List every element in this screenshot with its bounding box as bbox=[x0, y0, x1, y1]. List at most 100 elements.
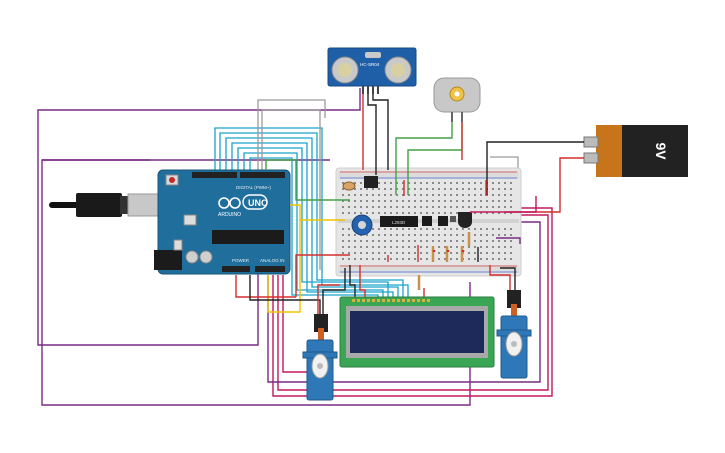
breadboard-hole bbox=[510, 234, 512, 236]
breadboard-hole bbox=[372, 212, 374, 214]
breadboard-hole bbox=[354, 212, 356, 214]
breadboard-hole bbox=[498, 234, 500, 236]
breadboard-hole bbox=[414, 240, 416, 242]
breadboard-hole bbox=[486, 234, 488, 236]
breadboard-hole bbox=[372, 240, 374, 242]
breadboard-hole bbox=[354, 188, 356, 190]
breadboard-hole bbox=[348, 240, 350, 242]
lcd-pin bbox=[392, 299, 395, 302]
breadboard-hole bbox=[414, 258, 416, 260]
breadboard-hole bbox=[402, 252, 404, 254]
breadboard-hole bbox=[402, 234, 404, 236]
breadboard-hole bbox=[450, 234, 452, 236]
breadboard-hole bbox=[504, 240, 506, 242]
breadboard-hole bbox=[360, 200, 362, 202]
breadboard-hole bbox=[456, 228, 458, 230]
breadboard-hole bbox=[486, 252, 488, 254]
ultrasonic-label: HC-SR04 bbox=[360, 62, 380, 67]
breadboard-hole bbox=[492, 228, 494, 230]
breadboard-hole bbox=[408, 212, 410, 214]
breadboard-hole bbox=[444, 200, 446, 202]
breadboard-hole bbox=[468, 194, 470, 196]
breadboard-hole bbox=[384, 228, 386, 230]
breadboard-hole bbox=[444, 182, 446, 184]
breadboard-hole bbox=[420, 246, 422, 248]
arduino-brand-text: ARDUINO bbox=[218, 212, 241, 218]
breadboard-hole bbox=[480, 246, 482, 248]
breadboard-hole bbox=[444, 206, 446, 208]
breadboard-hole bbox=[426, 200, 428, 202]
breadboard-hole bbox=[354, 194, 356, 196]
breadboard-hole bbox=[432, 206, 434, 208]
breadboard-hole bbox=[450, 252, 452, 254]
breadboard-hole bbox=[378, 234, 380, 236]
breadboard-hole bbox=[384, 246, 386, 248]
breadboard-hole bbox=[444, 240, 446, 242]
breadboard-hole bbox=[438, 246, 440, 248]
digital-label: DIGITAL (PWM~) bbox=[236, 185, 271, 190]
breadboard-hole bbox=[348, 194, 350, 196]
breadboard-hole bbox=[486, 228, 488, 230]
breadboard-hole bbox=[378, 240, 380, 242]
breadboard-hole bbox=[444, 246, 446, 248]
breadboard-hole bbox=[474, 200, 476, 202]
breadboard-hole bbox=[378, 246, 380, 248]
breadboard-hole bbox=[390, 194, 392, 196]
breadboard-hole bbox=[474, 246, 476, 248]
breadboard-hole bbox=[354, 234, 356, 236]
lcd-pin bbox=[367, 299, 370, 302]
lcd-pin bbox=[412, 299, 415, 302]
breadboard-hole bbox=[396, 258, 398, 260]
servo-2-connector bbox=[507, 290, 521, 308]
breadboard-hole bbox=[402, 200, 404, 202]
breadboard-hole bbox=[366, 252, 368, 254]
breadboard-hole bbox=[348, 228, 350, 230]
breadboard-hole bbox=[348, 206, 350, 208]
breadboard-hole bbox=[498, 206, 500, 208]
breadboard-hole bbox=[438, 252, 440, 254]
breadboard-hole bbox=[498, 182, 500, 184]
power-label: POWER bbox=[232, 258, 250, 263]
breadboard-hole bbox=[372, 200, 374, 202]
breadboard-hole bbox=[462, 188, 464, 190]
breadboard-hole bbox=[456, 194, 458, 196]
lcd-pin bbox=[362, 299, 365, 302]
breadboard-hole bbox=[492, 200, 494, 202]
breadboard-hole bbox=[438, 206, 440, 208]
breadboard-hole bbox=[372, 258, 374, 260]
breadboard-hole bbox=[402, 246, 404, 248]
breadboard-hole bbox=[378, 200, 380, 202]
breadboard-hole bbox=[462, 234, 464, 236]
breadboard-hole bbox=[360, 212, 362, 214]
breadboard-hole bbox=[408, 188, 410, 190]
breadboard-hole bbox=[420, 206, 422, 208]
breadboard-hole bbox=[432, 228, 434, 230]
breadboard-hole bbox=[378, 182, 380, 184]
breadboard-hole bbox=[408, 240, 410, 242]
breadboard-hole bbox=[438, 212, 440, 214]
breadboard-hole bbox=[348, 258, 350, 260]
breadboard-hole bbox=[456, 206, 458, 208]
breadboard-hole bbox=[450, 228, 452, 230]
breadboard-hole bbox=[462, 206, 464, 208]
breadboard-hole bbox=[414, 200, 416, 202]
breadboard-hole bbox=[450, 246, 452, 248]
breadboard-hole bbox=[342, 228, 344, 230]
breadboard-hole bbox=[510, 212, 512, 214]
breadboard-components: L293D bbox=[342, 176, 472, 290]
breadboard-hole bbox=[426, 234, 428, 236]
breadboard-hole bbox=[510, 200, 512, 202]
breadboard-hole bbox=[450, 258, 452, 260]
breadboard-hole bbox=[510, 228, 512, 230]
breadboard-hole bbox=[432, 188, 434, 190]
breadboard-hole bbox=[366, 246, 368, 248]
breadboard-hole bbox=[390, 182, 392, 184]
breadboard-hole bbox=[480, 200, 482, 202]
breadboard-hole bbox=[492, 188, 494, 190]
breadboard-hole bbox=[480, 182, 482, 184]
breadboard-hole bbox=[492, 212, 494, 214]
breadboard-hole bbox=[378, 194, 380, 196]
breadboard-hole bbox=[426, 212, 428, 214]
pushbutton-1 bbox=[422, 216, 432, 226]
breadboard-hole bbox=[378, 252, 380, 254]
